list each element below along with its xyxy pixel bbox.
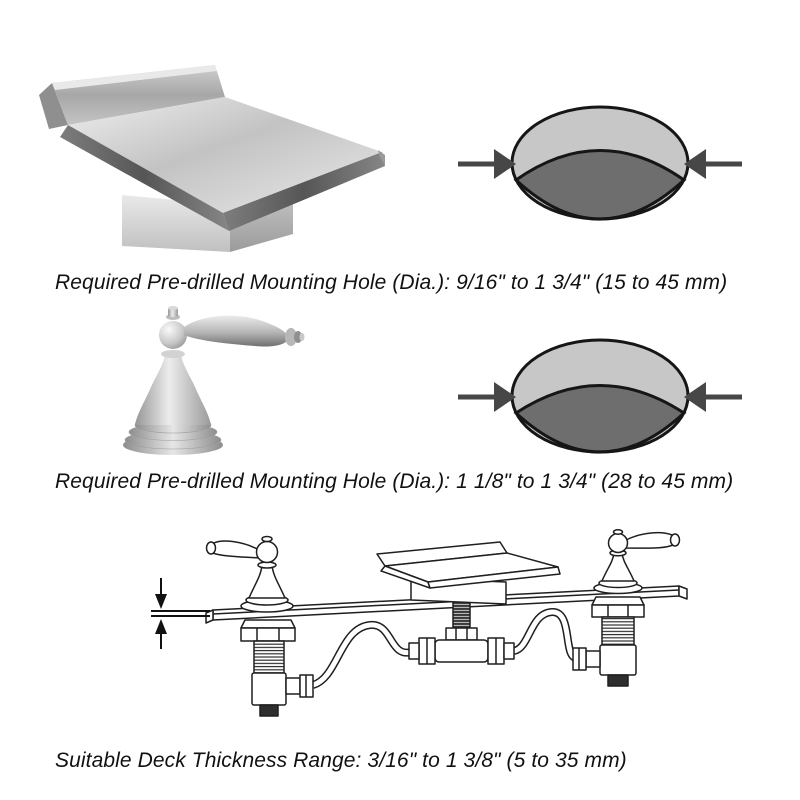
mounting-hole-diagram-handle [458, 338, 742, 454]
arrow-down-icon [155, 594, 167, 609]
deck-thickness-indicator [151, 578, 210, 649]
deck-thickness-caption: Suitable Deck Thickness Range: 3/16" to … [55, 749, 627, 772]
spout-blade [39, 65, 385, 231]
mounting-hole-diagram-spout [458, 105, 742, 221]
handle-ball [159, 306, 187, 349]
inward-arrow-left-icon [458, 382, 516, 412]
inward-arrow-right-icon [684, 149, 742, 179]
deck-installation-drawing [151, 529, 688, 717]
inward-arrow-right-icon [684, 382, 742, 412]
waterfall-spout-drawing [376, 541, 561, 605]
center-tee-fitting [408, 597, 515, 665]
handle-base [123, 350, 223, 455]
handle-mounting-hole-caption: Required Pre-drilled Mounting Hole (Dia.… [55, 470, 734, 493]
hole-inner-shadow [513, 384, 687, 454]
left-handle-drawing [205, 535, 294, 613]
handle-lever [184, 315, 305, 347]
spout-mounting-hole-caption: Required Pre-drilled Mounting Hole (Dia.… [55, 271, 728, 294]
waterfall-spout-photo [39, 65, 385, 252]
inward-arrow-left-icon [458, 149, 516, 179]
right-handle-drawing [593, 529, 681, 595]
right-valve-assembly [572, 596, 645, 687]
arrow-up-icon [155, 619, 167, 634]
left-valve-assembly [240, 619, 314, 717]
hole-inner-shadow [513, 149, 687, 221]
lever-handle-photo [123, 306, 305, 455]
